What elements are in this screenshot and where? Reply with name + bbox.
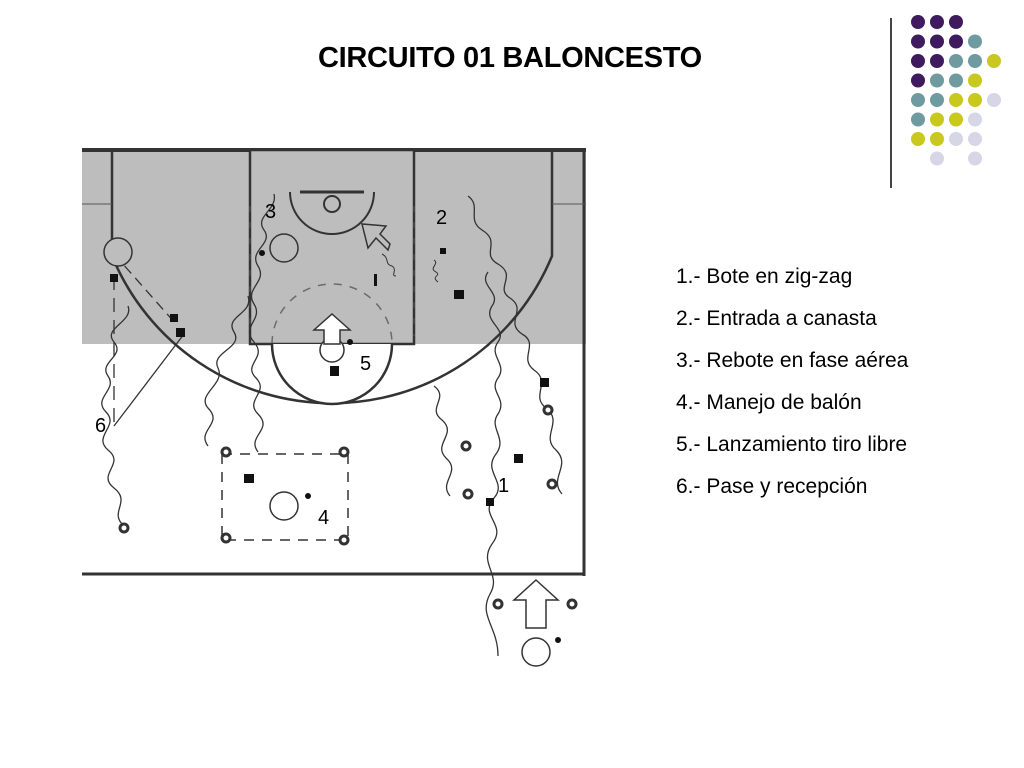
station-label-3: 3	[265, 201, 276, 223]
cone	[542, 404, 554, 416]
decorative-dot	[930, 151, 944, 166]
decorative-dot	[930, 73, 944, 88]
decorative-dot	[968, 112, 982, 127]
player-station-3	[269, 233, 299, 263]
zigzag-path-4	[248, 193, 275, 453]
cone	[460, 440, 472, 452]
player-station-4	[269, 491, 299, 521]
decorative-dot	[968, 54, 982, 68]
court-diagram: 3 2 5 6 1 4	[82, 148, 586, 667]
legend-item-5: 5.- Lanzamiento tiro libre	[676, 433, 908, 456]
decorative-dot	[949, 93, 963, 107]
cone	[338, 446, 350, 458]
legend-item-1: 1.- Bote en zig-zag	[676, 265, 853, 288]
cone	[462, 488, 474, 500]
legend-item-4: 4.- Manejo de balón	[676, 391, 862, 414]
zigzag-path-2	[467, 195, 563, 495]
station-label-2: 2	[436, 207, 447, 229]
decorative-dot	[968, 93, 982, 107]
slide-title: CIRCUITO 01 BALONCESTO	[318, 42, 702, 74]
cone	[220, 532, 232, 544]
decorative-dot	[949, 54, 963, 68]
restricted-arc	[289, 191, 375, 235]
cone	[118, 522, 130, 534]
decorative-dot	[911, 34, 925, 49]
station-label-1: 1	[498, 475, 509, 497]
decorative-dot	[968, 73, 982, 88]
zigzag-path-6	[433, 385, 453, 497]
decorative-dot-grid	[911, 15, 1001, 166]
cone	[546, 478, 558, 490]
decorative-dot	[949, 34, 963, 49]
zigzag-path-5	[204, 295, 250, 447]
decorative-dot	[930, 132, 944, 146]
decorative-dot	[911, 73, 925, 88]
station-label-5: 5	[360, 353, 371, 375]
station-4-area	[221, 453, 349, 541]
decorative-dot	[911, 54, 925, 68]
start-arrow	[512, 578, 560, 629]
decorative-dot	[968, 34, 982, 49]
decorative-dot	[949, 15, 963, 29]
player-station-6	[103, 237, 133, 267]
decorative-dot	[930, 54, 944, 68]
cone	[492, 598, 504, 610]
decorative-dot	[911, 132, 925, 146]
layup-arrow	[361, 223, 391, 252]
pass-line-return	[113, 333, 185, 427]
decorative-dot	[930, 34, 944, 49]
legend-item-6: 6.- Pase y recepción	[676, 475, 868, 498]
decorative-dot	[930, 112, 944, 127]
cone	[566, 598, 578, 610]
decorative-dot	[987, 54, 1001, 68]
decorative-dot	[949, 132, 963, 146]
legend-item-3: 3.- Rebote en fase aérea	[676, 349, 909, 372]
station-label-4: 4	[318, 507, 329, 529]
legend: 1.- Bote en zig-zag 2.- Entrada a canast…	[676, 262, 908, 514]
decorative-divider	[890, 18, 892, 188]
cone	[220, 446, 232, 458]
legend-item-2: 2.- Entrada a canasta	[676, 307, 877, 330]
cone	[338, 534, 350, 546]
decorative-dot	[911, 15, 925, 29]
decorative-dot	[949, 73, 963, 88]
decorative-dot	[930, 15, 944, 29]
decorative-dot	[930, 93, 944, 107]
basket	[323, 195, 341, 213]
free-throw-arrow	[312, 312, 352, 345]
decorative-dot	[968, 151, 982, 166]
decorative-dot	[949, 112, 963, 127]
zigzag-path-1	[485, 271, 502, 657]
decorative-dot	[987, 93, 1001, 107]
player-start	[521, 637, 551, 667]
decorative-dot	[911, 112, 925, 127]
decorative-dot	[911, 93, 925, 107]
decorative-dot	[968, 132, 982, 146]
station-label-6: 6	[95, 415, 106, 437]
